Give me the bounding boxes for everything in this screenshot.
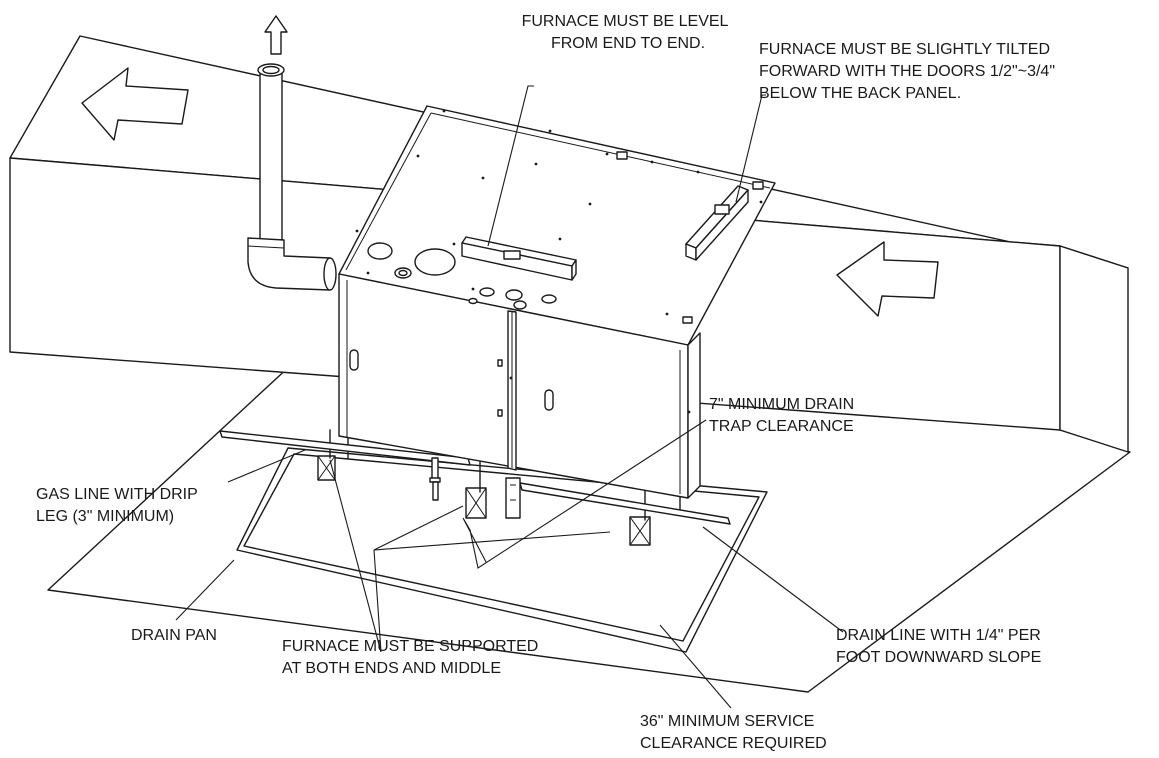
svg-text:CLEARANCE REQUIRED: CLEARANCE REQUIRED [640,735,827,752]
svg-text:36" MINIMUM SERVICE: 36" MINIMUM SERVICE [640,713,814,730]
svg-text:LEG (3" MINIMUM): LEG (3" MINIMUM) [36,508,174,525]
svg-text:7" MINIMUM DRAIN: 7" MINIMUM DRAIN [709,396,854,413]
svg-text:FURNACE MUST BE SUPPORTED: FURNACE MUST BE SUPPORTED [282,638,538,655]
level-tool-end-to-end [461,236,577,281]
label-gas-line: GAS LINE WITH DRIP LEG (3" MINIMUM) [36,486,198,525]
svg-text:GAS LINE WITH DRIP: GAS LINE WITH DRIP [36,486,198,503]
gas-line [219,430,471,501]
label-tilt: FURNACE MUST BE SLIGHTLY TILTED FORWARD … [759,41,1055,102]
label-service-clearance: 36" MINIMUM SERVICE CLEARANCE REQUIRED [640,713,827,752]
svg-text:FOOT DOWNWARD SLOPE: FOOT DOWNWARD SLOPE [836,649,1041,666]
label-level: FURNACE MUST BE LEVEL FROM END TO END. [522,13,729,52]
leader-lines [175,85,844,709]
label-support: FURNACE MUST BE SUPPORTED AT BOTH ENDS A… [282,638,538,677]
svg-text:TRAP CLEARANCE: TRAP CLEARANCE [709,418,854,435]
svg-text:FORWARD WITH THE DOORS 1/2"~3/: FORWARD WITH THE DOORS 1/2"~3/4" [759,63,1055,80]
drain-pan [236,447,768,653]
svg-text:DRAIN LINE WITH 1/4" PER: DRAIN LINE WITH 1/4" PER [836,627,1041,644]
airflow-arrow-right [836,241,939,317]
svg-text:BELOW THE BACK PANEL.: BELOW THE BACK PANEL. [759,85,961,102]
support-block-right [629,516,651,546]
vent-exhaust-arrow-icon [264,15,288,55]
svg-text:FURNACE MUST BE LEVEL: FURNACE MUST BE LEVEL [522,13,729,30]
svg-text:FURNACE MUST BE SLIGHTLY TILTE: FURNACE MUST BE SLIGHTLY TILTED [759,41,1050,58]
svg-text:DRAIN PAN: DRAIN PAN [131,627,217,644]
level-tool-front-to-back [685,185,749,261]
label-drain-line: DRAIN LINE WITH 1/4" PER FOOT DOWNWARD S… [836,627,1041,666]
svg-text:FROM END TO END.: FROM END TO END. [551,35,705,52]
furnace-cabinet [338,105,776,499]
vent-pipe [247,63,337,291]
airflow-arrow-left [81,67,189,141]
support-block-middle [465,487,487,519]
label-drain-pan: DRAIN PAN [131,627,217,644]
label-drain-trap: 7" MINIMUM DRAIN TRAP CLEARANCE [709,396,854,435]
svg-text:AT BOTH ENDS AND MIDDLE: AT BOTH ENDS AND MIDDLE [282,660,501,677]
drain-line [505,477,731,525]
